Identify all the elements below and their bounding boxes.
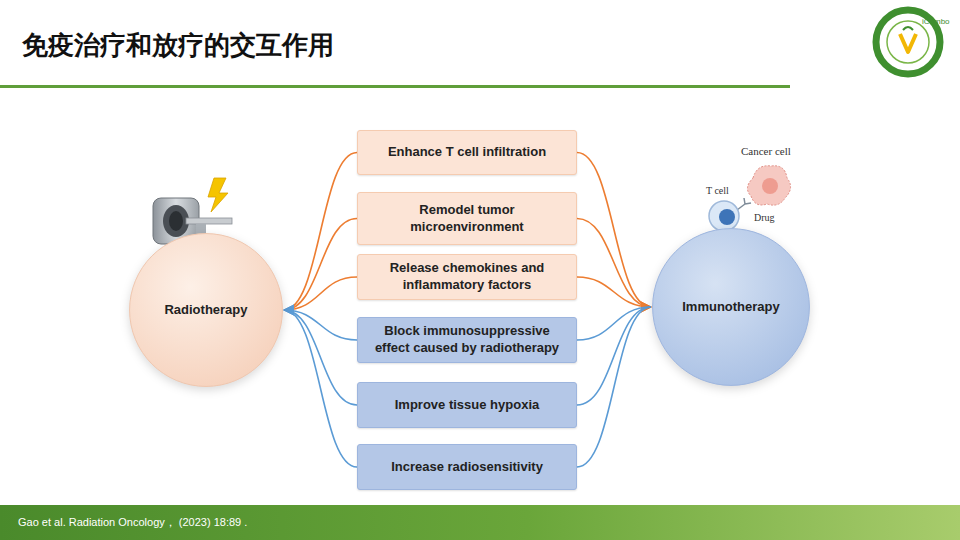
node-label: Block immunosuppressive effect caused by… [368, 323, 566, 357]
therapy-circle: Radiotherapy [128, 232, 284, 388]
mechanism-box: Release chemokines and inflammatory fact… [357, 254, 577, 300]
connector [284, 310, 357, 467]
drug-label: Drug [754, 212, 775, 223]
mechanism-box: Enhance T cell infiltration [357, 130, 577, 175]
citation: Gao et al. Radiation Oncology， (2023) 18… [18, 515, 247, 530]
title-rule [0, 85, 790, 88]
connector [577, 277, 651, 307]
logo-text: iCombo [922, 17, 950, 26]
node-label: Remodel tumor microenvironment [368, 202, 566, 236]
mechanism-box: Increase radiosensitivity [357, 444, 577, 490]
mechanism-box: Remodel tumor microenvironment [357, 192, 577, 245]
connector [577, 153, 651, 308]
node-label: Release chemokines and inflammatory fact… [368, 260, 566, 294]
drug-symbol [737, 198, 751, 210]
connector [284, 219, 357, 311]
slide-title: 免疫治疗和放疗的交互作用 [22, 28, 334, 63]
connector [284, 153, 357, 311]
t-cell [709, 201, 739, 231]
connector [577, 219, 651, 308]
cell-label: T cell [706, 185, 729, 196]
node-label: Improve tissue hypoxia [395, 397, 540, 414]
connector [284, 277, 357, 310]
therapy-circle: Immunotherapy [651, 227, 811, 387]
node-label: Increase radiosensitivity [391, 459, 543, 476]
cell-label: Cancer cell [741, 145, 791, 157]
node-label: Enhance T cell infiltration [388, 144, 546, 161]
node-label: Immunotherapy [682, 299, 780, 316]
node-label: Radiotherapy [164, 302, 247, 319]
mechanism-box: Improve tissue hypoxia [357, 382, 577, 428]
connector [577, 307, 651, 467]
mechanism-box: Block immunosuppressive effect caused by… [357, 317, 577, 363]
cancer-cell [747, 166, 790, 205]
